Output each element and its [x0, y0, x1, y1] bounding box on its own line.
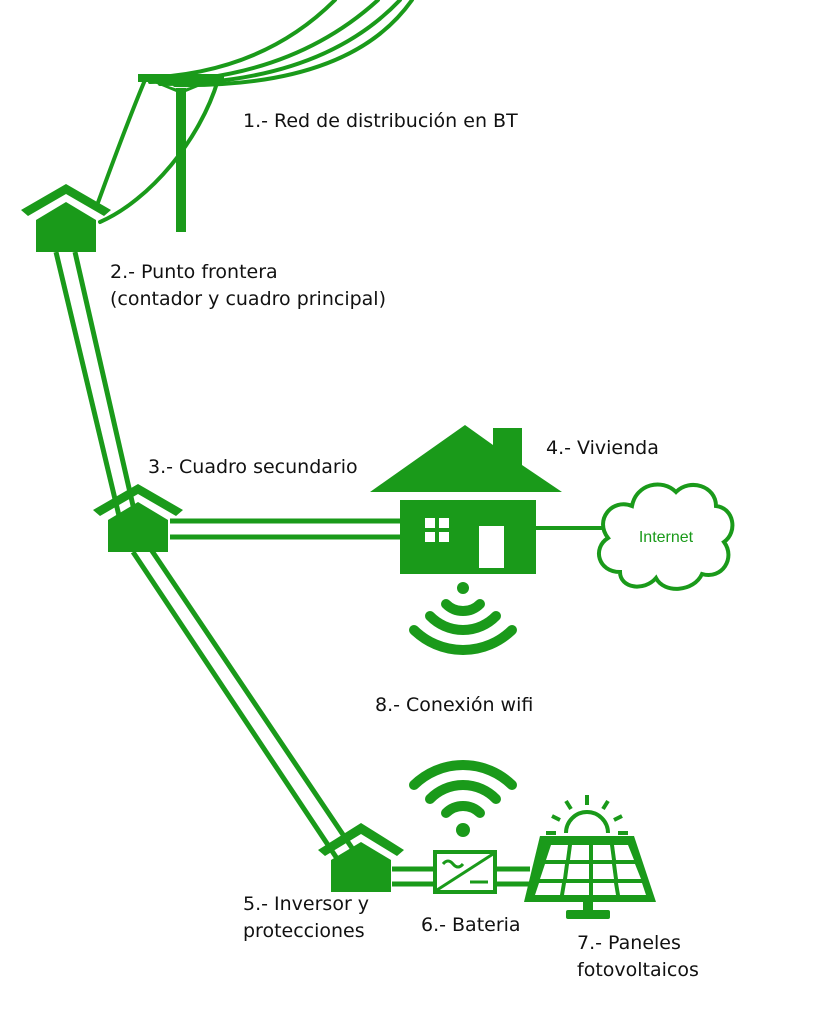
- label-wifi-text: 8.- Conexión wifi: [375, 694, 534, 716]
- label-punto-frontera: 2.- Punto frontera (contador y cuadro pr…: [110, 259, 386, 313]
- vivienda-house-icon: [370, 425, 562, 574]
- label-red-distribucion: 1.- Red de distribución en BT: [243, 108, 518, 135]
- cable-secundario-inversor: [130, 546, 355, 862]
- label-punto-frontera-line2: (contador y cuadro principal): [110, 288, 387, 310]
- wifi-up-icon: [409, 759, 517, 837]
- label-vivienda-text: 4.- Vivienda: [546, 437, 659, 459]
- cable-secundario-vivienda: [170, 518, 400, 540]
- label-cuadro-secundario-text: 3.- Cuadro secundario: [148, 456, 358, 478]
- cuadro-secundario-icon: [93, 484, 183, 552]
- solar-panel-icon: [524, 795, 656, 919]
- label-bateria: 6.- Bateria: [421, 912, 521, 939]
- label-punto-frontera-line1: 2.- Punto frontera: [110, 261, 278, 283]
- label-vivienda: 4.- Vivienda: [546, 435, 659, 462]
- label-wifi: 8.- Conexión wifi: [375, 692, 533, 719]
- label-bateria-text: 6.- Bateria: [421, 914, 521, 936]
- label-paneles-line1: 7.- Paneles: [577, 932, 681, 954]
- label-paneles: 7.- Paneles fotovoltaicos: [577, 930, 699, 984]
- label-inversor: 5.- Inversor y protecciones: [243, 891, 369, 945]
- label-paneles-line2: fotovoltaicos: [577, 959, 699, 981]
- label-cuadro-secundario: 3.- Cuadro secundario: [148, 454, 358, 481]
- cable-inversor-bateria-paneles: [392, 866, 530, 887]
- cable-frontera-secundario: [53, 251, 137, 521]
- label-red-distribucion-text: 1.- Red de distribución en BT: [243, 110, 518, 132]
- bateria-icon: [433, 850, 497, 894]
- utility-pole-icon: [138, 74, 224, 232]
- sun-icon: [546, 795, 628, 835]
- inversor-icon: [318, 823, 404, 892]
- internet-label: Internet: [639, 529, 694, 546]
- label-inversor-line1: 5.- Inversor y: [243, 893, 370, 915]
- punto-frontera-icon: [21, 184, 111, 252]
- wifi-down-icon: [409, 582, 517, 656]
- internet-cloud-icon: [597, 482, 735, 591]
- label-inversor-line2: protecciones: [243, 920, 365, 942]
